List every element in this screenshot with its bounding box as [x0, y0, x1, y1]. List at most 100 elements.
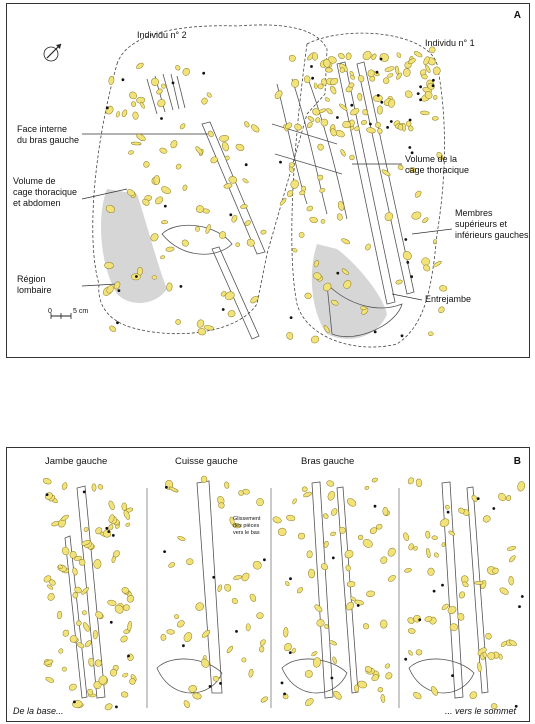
armor-piece: [303, 491, 312, 498]
armor-piece: [151, 275, 158, 280]
armor-piece: [165, 246, 175, 252]
stratigraphic-sequence-b: [42, 475, 526, 711]
armor-piece: [224, 291, 235, 301]
black-dot: [441, 583, 444, 587]
armor-piece: [323, 59, 331, 68]
armor-piece: [160, 255, 165, 260]
armor-piece: [226, 645, 234, 654]
armor-piece: [360, 120, 367, 125]
armor-piece: [357, 680, 368, 689]
armor-piece: [224, 583, 232, 592]
armor-piece: [286, 331, 294, 340]
armor-piece: [395, 279, 403, 285]
armor-piece: [308, 568, 316, 579]
armor-piece: [121, 109, 128, 118]
armor-piece: [339, 103, 348, 111]
armor-piece: [384, 212, 394, 221]
armor-piece: [286, 190, 294, 197]
armor-piece: [217, 584, 223, 592]
armor-piece: [508, 639, 517, 647]
volume-cage-abdomen-label: Volume de cage thoracique et abdomen: [13, 176, 78, 208]
armor-piece: [441, 603, 449, 611]
armor-piece: [183, 700, 190, 708]
armor-piece: [426, 548, 431, 558]
armor-piece: [316, 619, 325, 627]
black-dot: [379, 57, 383, 61]
long-bone-1a: [336, 61, 396, 305]
armor-piece: [384, 663, 391, 669]
armor-piece: [324, 97, 330, 102]
armor-piece: [69, 551, 77, 559]
armor-piece: [490, 703, 498, 710]
leader-membres: [411, 228, 453, 235]
armor-piece: [307, 115, 315, 122]
outline-individu-1: [291, 32, 445, 348]
armor-piece: [123, 604, 130, 611]
armor-piece: [350, 596, 357, 602]
armor-piece: [240, 204, 248, 209]
armor-piece: [57, 610, 63, 620]
armor-piece: [433, 95, 438, 100]
armor-piece: [315, 117, 321, 123]
armor-piece: [83, 526, 89, 532]
armor-piece: [292, 498, 297, 505]
armor-piece: [297, 532, 306, 540]
region-lombaire-label: Région lombaire: [17, 274, 52, 295]
black-dot: [208, 685, 212, 688]
armor-piece: [175, 319, 181, 325]
outline-individu-2: [92, 24, 328, 335]
black-dot: [229, 213, 233, 217]
armor-piece: [394, 65, 400, 75]
armor-piece: [283, 643, 292, 652]
armor-piece: [114, 524, 120, 529]
armor-piece: [420, 110, 430, 116]
armor-piece: [91, 483, 97, 492]
armor-piece: [69, 635, 78, 643]
armor-piece: [424, 91, 433, 99]
armor-piece: [220, 291, 227, 297]
armor-piece: [125, 522, 131, 527]
armor-piece: [260, 229, 267, 235]
black-dot: [127, 654, 130, 658]
arm-bone-2: [201, 121, 266, 255]
black-dot: [82, 490, 86, 494]
armor-piece: [332, 656, 337, 664]
armor-piece: [313, 82, 318, 89]
armor-piece: [104, 703, 113, 711]
armor-piece: [108, 524, 114, 531]
armor-piece: [362, 51, 372, 61]
caption-base: De la base...: [13, 706, 64, 716]
armor-piece: [272, 516, 282, 524]
black-dot: [244, 163, 248, 167]
armor-piece: [380, 556, 388, 564]
entrejambe-label: Entrejambe: [425, 294, 472, 304]
fibula-stage-1: [64, 535, 88, 699]
membres-label: Membres supérieurs et inférieurs gauches: [455, 208, 529, 240]
armor-piece: [224, 481, 230, 489]
armor-piece: [219, 135, 230, 142]
black-dot: [105, 106, 109, 110]
armor-piece: [183, 632, 193, 643]
armor-piece: [279, 197, 287, 206]
armor-piece: [241, 657, 247, 663]
armor-piece: [432, 261, 442, 268]
armor-piece: [364, 486, 370, 490]
black-dot: [418, 618, 422, 622]
armor-piece: [81, 587, 89, 595]
armor-piece: [375, 523, 383, 530]
pelvis-2: [161, 224, 233, 255]
armor-piece: [458, 507, 465, 514]
armor-piece: [337, 201, 345, 211]
armor-piece: [223, 183, 233, 189]
armor-piece: [238, 490, 244, 496]
armor-piece: [277, 527, 287, 536]
armor-piece: [68, 683, 77, 691]
armor-piece: [379, 53, 389, 62]
armor-piece: [120, 635, 128, 643]
armor-piece: [309, 216, 318, 223]
armor-piece: [323, 513, 329, 519]
black-dot: [518, 605, 521, 608]
armor-piece: [286, 514, 296, 522]
armor-piece: [188, 684, 197, 693]
black-dot: [279, 160, 282, 164]
